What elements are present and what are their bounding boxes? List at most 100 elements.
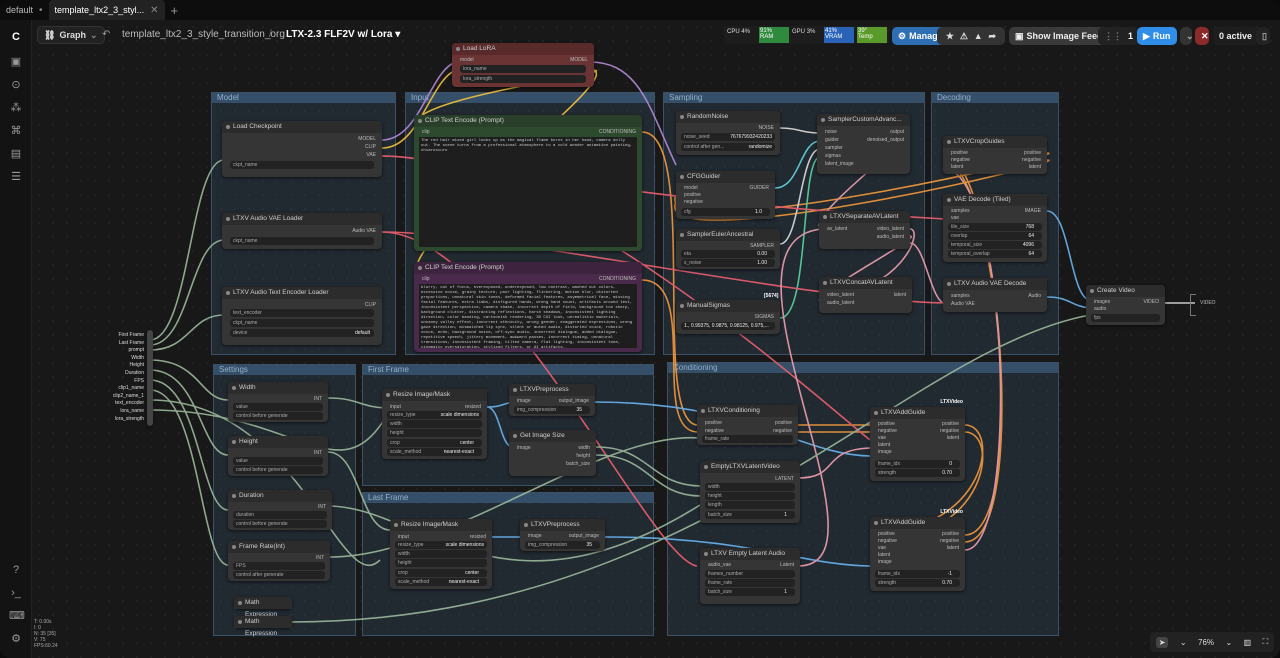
get-image-size-node[interactable]: Get Image Size image width height batch_… <box>509 430 596 476</box>
length-widget[interactable]: length <box>705 501 795 509</box>
share-icon[interactable]: ➦ <box>988 30 997 41</box>
chevron-down-icon[interactable]: ⌄ <box>1225 637 1233 647</box>
math-expression-node[interactable]: Math Expression <box>234 597 292 618</box>
height-widget[interactable]: height <box>705 492 795 500</box>
sigmas-widget[interactable]: 1., 0.99375, 0.9875, 0.98125, 0.975,... <box>681 322 775 330</box>
positive-prompt-textarea[interactable]: The red hair mixed girl looks up as the … <box>419 137 637 247</box>
subgraph-input-node[interactable] <box>147 330 153 426</box>
clip-text-encode-negative-node[interactable]: CLIP Text Encode (Prompt) clip CONDITION… <box>414 262 642 352</box>
frame-rate-node[interactable]: Frame Rate(Int) INT FPS control after ge… <box>228 541 330 581</box>
crop-guides-node[interactable]: LTXVCropGuides positive negative latent … <box>943 136 1047 174</box>
concat-av-latent-node[interactable]: LTXVConcatAVLatent video_latent audio_la… <box>819 277 912 313</box>
workflows-icon[interactable]: ⌘ <box>10 125 22 137</box>
frames-number-widget[interactable]: frames_number <box>705 570 795 578</box>
clip-text-encode-positive-node[interactable]: CLIP Text Encode (Prompt) clip CONDITION… <box>414 115 642 251</box>
minimap-icon[interactable]: ▥ <box>1243 637 1252 647</box>
width-widget[interactable]: width <box>705 483 795 491</box>
audio-vae-loader-node[interactable]: LTXV Audio VAE Loader Audio VAE ckpt_nam… <box>222 213 382 249</box>
settings-gear-icon[interactable]: ⚙ <box>11 633 21 645</box>
templates-icon[interactable]: ▤ <box>10 148 22 160</box>
models-icon[interactable]: ⊙ <box>11 79 21 91</box>
comfy-logo-icon[interactable]: C <box>12 31 20 43</box>
text-encoder-loader-node[interactable]: LTXV Audio Text Encoder Loader CLIP text… <box>222 287 382 345</box>
frame-rate-widget[interactable]: frame_rate <box>702 435 793 443</box>
manager-tools[interactable]: ★⚠▲➦ <box>937 27 1005 45</box>
control-widget[interactable]: control before generate <box>233 520 327 528</box>
control-widget[interactable]: control before generate <box>233 412 323 420</box>
cancel-icon[interactable]: ✕ <box>1195 27 1209 45</box>
vae-decode-tiled-node[interactable]: VAE Decode (Tiled) samples vae IMAGE til… <box>943 194 1047 262</box>
empty-latent-video-node[interactable]: EmptyLTXVLatentVideo LATENT width height… <box>700 461 800 523</box>
terminal-icon[interactable]: ›_ <box>11 587 21 599</box>
add-guide-node-last[interactable]: LTXVideo LTXVAddGuide positive negative … <box>870 509 965 591</box>
fps-widget[interactable]: FPS <box>233 562 325 570</box>
create-video-node[interactable]: Create Video images audio VIDEO fps <box>1086 285 1165 325</box>
ltxv-preprocess-node-first[interactable]: LTXVPreprocess image output_image img_co… <box>509 384 595 416</box>
lora-name-widget[interactable]: lora_name <box>460 65 586 73</box>
width-widget[interactable]: width <box>395 550 487 558</box>
undo-icon[interactable]: ↶ <box>102 29 111 40</box>
control-after-generate-widget[interactable]: control after gen...randomize <box>681 143 775 151</box>
ckpt-name-widget[interactable]: ckpt_name <box>230 161 374 169</box>
audio-vae-decode-node[interactable]: LTXV Audio VAE Decode samples Audio VAE … <box>943 278 1047 312</box>
show-image-feed-button[interactable]: ▣Show Image Feed <box>1009 27 1109 45</box>
pointer-tool-icon[interactable]: ➤ <box>1155 636 1169 648</box>
keyboard-icon[interactable]: ⌨ <box>9 610 25 622</box>
control-widget[interactable]: control after generate <box>233 571 325 579</box>
images-icon[interactable]: ▣ <box>10 56 22 68</box>
ckpt-name-widget[interactable]: ckpt_name <box>230 237 374 245</box>
resize-image-node-first[interactable]: Resize Image/Mask input resized resize_t… <box>382 389 487 459</box>
graph-mode-dropdown[interactable]: ⛓Graph⌄ <box>37 26 105 44</box>
width-node[interactable]: Width INT value control before generate <box>228 382 328 422</box>
ltxv-preprocess-node-last[interactable]: LTXVPreprocess image output_image img_co… <box>520 519 605 551</box>
lora-strength-widget[interactable]: lora_strength <box>460 75 586 83</box>
height-widget[interactable]: height <box>395 559 487 567</box>
ckpt-name-widget[interactable]: ckpt_name <box>230 319 374 327</box>
frame-idx-widget[interactable]: frame_idx-1 <box>875 570 960 578</box>
fps-widget[interactable]: fps <box>1091 314 1160 322</box>
empty-latent-audio-node[interactable]: LTXV Empty Latent Audio audio_vae Latent… <box>700 548 800 604</box>
help-icon[interactable]: ? <box>12 564 20 576</box>
nodes-icon[interactable]: ⁂ <box>10 102 22 114</box>
negative-prompt-textarea[interactable]: blurry, out of focus, overexposed, under… <box>419 284 637 348</box>
height-widget[interactable]: height <box>387 429 482 437</box>
cfg-guider-node[interactable]: CFGGuider model positive negative GUIDER… <box>676 171 775 219</box>
manual-sigmas-node[interactable]: [5674] ManualSigmas SIGMAS 1., 0.99375, … <box>676 293 780 334</box>
workflow-name[interactable]: template_ltx2_3_style_transition_org <box>122 29 285 40</box>
ltxv-conditioning-node[interactable]: LTXVConditioning positive negative posit… <box>697 405 798 445</box>
run-options-icon[interactable]: ⌄ <box>1180 27 1194 45</box>
active-queue[interactable]: 0 active <box>1213 27 1259 45</box>
control-widget[interactable]: control before generate <box>233 466 323 474</box>
alert-icon[interactable]: ▲ <box>973 31 983 41</box>
duration-widget[interactable]: duration <box>233 511 327 519</box>
warning-icon[interactable]: ⚠ <box>959 30 968 41</box>
frame-rate-widget[interactable]: frame_rate <box>705 579 795 587</box>
separate-av-latent-node[interactable]: LTXVSeparateAVLatent av_latent video_lat… <box>819 211 910 249</box>
height-node[interactable]: Height INT value control before generate <box>228 436 328 476</box>
panel-toggle-icon[interactable]: ▯ <box>1256 27 1270 45</box>
height-value-widget[interactable]: value <box>233 457 323 465</box>
load-checkpoint-node[interactable]: Load Checkpoint MODEL CLIP VAE ckpt_name <box>222 121 382 177</box>
resize-image-node-last[interactable]: Resize Image/Mask input resized resize_t… <box>390 519 492 589</box>
subgraph-breadcrumb[interactable]: LTX-2.3 FLF2V w/ Lora ▾ <box>286 29 400 40</box>
subgraph-output-node[interactable] <box>1190 294 1196 316</box>
